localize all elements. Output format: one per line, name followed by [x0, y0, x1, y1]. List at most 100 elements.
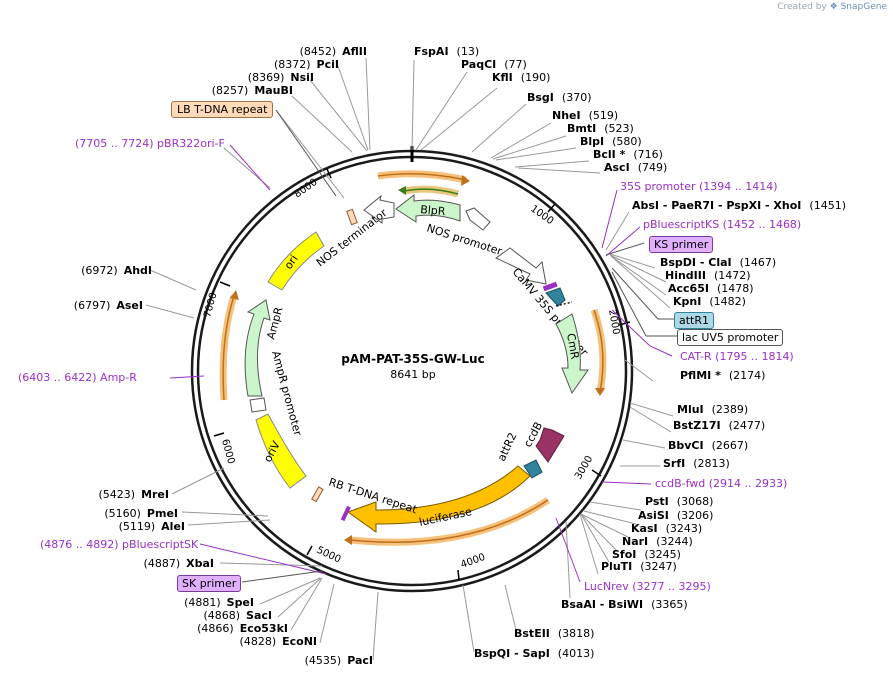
site-right-9-name: AbsI - PaeR7I - PspXI - XhoI — [632, 199, 801, 212]
ampr-arrow — [244, 299, 271, 397]
site-right-9-pos: (1451) — [809, 199, 846, 212]
nos-terminator-arrow — [363, 194, 395, 224]
primer-band-top2-line — [403, 188, 459, 195]
site-right-10-name: BspDI - ClaI — [660, 256, 732, 269]
site-right-21-name: KasI — [631, 522, 658, 535]
blpr-label: BlpR — [420, 203, 447, 218]
lb-tdna-block — [346, 208, 358, 226]
site-right-23-name: SfoI — [612, 548, 636, 561]
site-left-11-pos: (4868) — [203, 609, 240, 622]
site-right-4-pos: (519) — [589, 109, 619, 122]
site-left-9-name: XbaI — [186, 557, 214, 570]
primer-label-7: (6403 .. 6422) Amp-R — [18, 371, 137, 384]
site-right-5-name: BmtI — [567, 122, 596, 135]
site-left-10-name: SpeI — [227, 596, 254, 609]
cmr-label: CmR — [564, 332, 581, 360]
tick-marks — [213, 168, 631, 581]
site-right-20-pos: (3206) — [677, 509, 714, 522]
sk-primer-box: SK primer — [177, 575, 242, 592]
site-right-13-name: KpnI — [673, 295, 701, 308]
ori-block — [267, 231, 325, 291]
site-right-20-name: AsiSI — [638, 509, 669, 522]
box-leaders — [241, 109, 678, 583]
site-left-7-pos: (5160) — [104, 507, 141, 520]
site-right-3-name: BsgI — [527, 91, 554, 104]
primer-label-6: (4876 .. 4892) pBluescriptSK — [40, 538, 199, 551]
site-right-19-pos: (3068) — [677, 495, 714, 508]
site-left-12-pos: (4866) — [197, 622, 234, 635]
site-right-18-name: SrfI — [663, 457, 685, 470]
site-right-13-pos: (1482) — [709, 295, 746, 308]
site-right-24-pos: (3247) — [640, 560, 677, 573]
site-left-7-name: PmeI — [147, 507, 178, 520]
site-left-1-pos: (8372) — [274, 58, 311, 71]
snapgene-credit: Created by ❖ SnapGene — [777, 2, 887, 12]
primer-band-top-head — [461, 175, 470, 186]
site-left-11-name: SacI — [246, 609, 272, 622]
lucnrev-band-head — [344, 535, 352, 545]
site-right-5-pos: (523) — [604, 122, 634, 135]
snapgene-logo-icon: ❖ — [829, 2, 838, 12]
site-right-6-name: BlpI — [580, 135, 604, 148]
primer-label-0: (7705 .. 7724) pBR322ori-F — [75, 137, 225, 150]
leader-lines — [145, 57, 674, 661]
site-right-7-name: BclI * — [593, 148, 626, 161]
site-left-5-pos: (6797) — [74, 299, 111, 312]
amp-r-band-head — [230, 290, 239, 300]
site-right-8-pos: (749) — [638, 161, 668, 174]
site-right-24-name: PluTI — [601, 560, 632, 573]
site-right-27-name: BspQI - SapI — [474, 647, 550, 660]
primer-leaders — [169, 144, 673, 583]
primer-label-4: ccdB-fwd (2914 .. 2933) — [655, 477, 787, 490]
cmr-arrow — [555, 313, 589, 395]
site-right-15-name: MluI — [677, 403, 704, 416]
uv5-box: lac UV5 promoter — [677, 329, 784, 346]
site-left-6-pos: (5423) — [98, 488, 135, 501]
site-left-13-name: EcoNI — [282, 635, 317, 648]
site-left-13-pos: (4828) — [240, 635, 277, 648]
site-right-2-pos: (190) — [521, 71, 551, 84]
primer-band-top2-head — [398, 186, 406, 195]
site-right-0-name: FspAI — [414, 45, 449, 58]
site-right-7-pos: (716) — [633, 148, 663, 161]
site-right-27-pos: (4013) — [558, 647, 595, 660]
site-right-16-pos: (2477) — [729, 419, 766, 432]
site-right-26-name: BstEII — [514, 627, 550, 640]
ccdb-arrow — [535, 427, 565, 463]
attr1-box: attR1 — [674, 312, 715, 329]
nos-promoter-arrow — [465, 207, 491, 231]
site-right-11-pos: (1472) — [714, 269, 751, 282]
site-right-12-pos: (1478) — [717, 282, 754, 295]
site-left-14-pos: (4535) — [305, 654, 342, 667]
site-left-14-name: PacI — [347, 654, 373, 667]
site-right-0-pos: (13) — [457, 45, 480, 58]
site-right-10-pos: (1467) — [740, 256, 777, 269]
site-left-12-name: Eco53kI — [240, 622, 288, 635]
site-right-14-pos: (2174) — [729, 369, 766, 382]
site-right-26-pos: (3818) — [558, 627, 595, 640]
site-right-23-pos: (3245) — [644, 548, 681, 561]
uv5-mark — [555, 301, 573, 307]
ampr-promoter-arrow — [249, 397, 267, 413]
primer-label-3: CAT-R (1795 .. 1814) — [680, 350, 794, 363]
ks-primer-mark — [542, 281, 558, 292]
site-right-1-name: PaqCI — [461, 58, 496, 71]
cat-r-band-line — [593, 309, 604, 393]
primer-label-2: pBluescriptKS (1452 .. 1468) — [643, 218, 801, 231]
site-left-5-name: AseI — [116, 299, 143, 312]
site-right-17-pos: (2667) — [712, 439, 749, 452]
site-right-3-pos: (370) — [562, 91, 592, 104]
site-right-22-pos: (3244) — [656, 535, 693, 548]
site-left-4-pos: (6972) — [81, 264, 118, 277]
plasmid-size: 8641 bp — [390, 368, 435, 381]
site-right-18-pos: (2813) — [693, 457, 730, 470]
ks-primer-box: KS primer — [649, 236, 714, 253]
site-left-2-name: NsiI — [290, 71, 314, 84]
site-right-1-pos: (77) — [504, 58, 527, 71]
site-left-1-name: PciI — [317, 58, 339, 71]
site-left-9-pos: (4887) — [144, 557, 181, 570]
attr2-arrow — [523, 459, 543, 479]
lb-tdna-box: LB T-DNA repeat — [171, 101, 274, 118]
site-left-2-pos: (8369) — [248, 71, 285, 84]
